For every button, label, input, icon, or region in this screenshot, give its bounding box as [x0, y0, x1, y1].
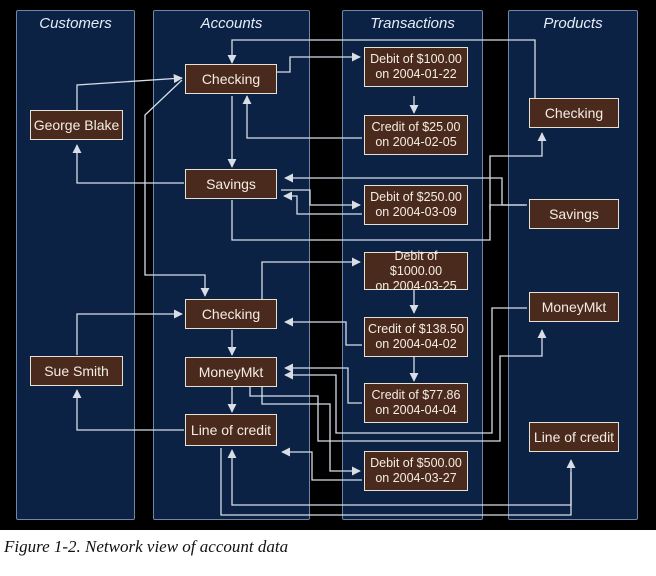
customer-sue-smith: Sue Smith	[30, 356, 123, 386]
edge-checking2-to-t4	[261, 257, 361, 300]
edge-moneymkt2-to-t7	[261, 386, 361, 476]
transaction-amount: Credit of $138.50	[368, 322, 464, 336]
transaction-date: on 2004-03-25	[375, 278, 457, 293]
transactions-column-header: Transactions	[370, 15, 455, 32]
edge-savings1-to-product-savings	[231, 200, 525, 241]
products-column-header: Products	[543, 15, 603, 32]
transaction-amount: Credit of $77.86	[371, 388, 461, 402]
transaction-amount: Debit of $250.00	[370, 190, 462, 204]
edge-savings1-to-george	[72, 144, 184, 184]
transaction-date: on 2004-03-27	[375, 471, 457, 485]
transaction-date: on 2004-02-05	[375, 135, 457, 149]
customers-column: Customers	[16, 10, 135, 520]
product-savings: Savings	[529, 199, 619, 229]
edge-t2-to-checking1	[242, 95, 362, 139]
transaction-date: on 2004-04-02	[375, 337, 457, 351]
edge-checking1-to-product-checking	[227, 39, 536, 100]
transaction-amount: Debit of $500.00	[370, 456, 462, 470]
transaction-date: on 2004-01-22	[375, 67, 457, 81]
customers-column-header: Customers	[39, 15, 112, 32]
product-moneymkt: MoneyMkt	[529, 292, 619, 322]
edge-t5-to-checking2	[284, 317, 362, 346]
edge-sue-to-checking2	[76, 309, 183, 355]
transaction-amount: Credit of $25.00	[371, 120, 461, 134]
figure-caption: Figure 1-2. Network view of account data	[4, 537, 289, 556]
edge-t3-to-savings1	[283, 191, 362, 215]
edge-t7-to-loc2	[281, 447, 362, 481]
account-line-of-credit-2: Line of credit	[185, 414, 277, 446]
edges-layer	[72, 39, 576, 516]
product-checking: Checking	[529, 98, 619, 128]
edge-moneymkt2-to-product-moneymkt	[249, 329, 547, 442]
transaction-date: on 2004-03-09	[375, 205, 457, 219]
transaction-amount: Debit of $100.00	[370, 52, 462, 66]
transaction-date: on 2004-04-04	[375, 403, 457, 417]
edge-george-to-checking1	[76, 74, 183, 112]
edge-loc2-to-sue	[72, 389, 184, 431]
account-savings-1: Savings	[185, 169, 277, 199]
edge-checking1-to-t1	[277, 52, 361, 73]
network-diagram: Customers Accounts Transactions Products	[0, 0, 656, 530]
edge-savings1-to-t3	[281, 189, 361, 210]
account-checking-1: Checking	[185, 64, 277, 94]
transaction-amount: Debit of $1000.00	[389, 248, 443, 278]
edge-product-moneymkt-to-moneymkt2	[284, 307, 527, 434]
account-moneymkt-2: MoneyMkt	[185, 357, 277, 387]
edge-to-product-checking	[489, 132, 547, 210]
accounts-column-header: Accounts	[200, 15, 263, 32]
edge-checking1-to-checking2	[144, 79, 210, 297]
edge-t6-to-moneymkt2	[284, 363, 362, 404]
account-checking-2: Checking	[185, 299, 277, 329]
product-line-of-credit: Line of credit	[529, 422, 619, 452]
customer-george-blake: George Blake	[30, 110, 123, 140]
edge-product-loc-to-loc2	[227, 449, 572, 506]
